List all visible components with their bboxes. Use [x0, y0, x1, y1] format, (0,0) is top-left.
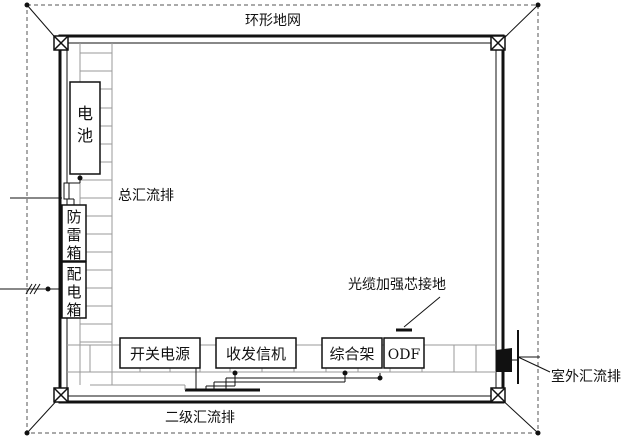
- power-lead-dot: [45, 286, 51, 292]
- power-dist-box: [61, 261, 87, 319]
- corner-columns: [53, 35, 506, 403]
- switch-power-box: [119, 337, 201, 369]
- fiber-ground-leader: [396, 296, 441, 332]
- main-busbar-label: 总汇流排: [118, 188, 174, 204]
- outdoor-busbar: [496, 330, 551, 384]
- lightning-label-3: 箱: [66, 244, 81, 262]
- odf-box: [383, 337, 425, 369]
- lightning-label-1: 防: [66, 208, 81, 226]
- battery-label-1: 电: [77, 104, 93, 123]
- switch-power-label: 开关电源: [130, 345, 190, 363]
- ring-ground-boundary: [26, 4, 539, 434]
- secondary-busbar-dots: [232, 370, 383, 381]
- power-lead: [0, 283, 62, 295]
- battery-label-2: 池: [77, 126, 93, 145]
- outdoor-busbar-label: 室外汇流排: [551, 368, 621, 385]
- fiber-ground-label: 光缆加强芯接地: [348, 276, 446, 293]
- corner-dots: [24, 2, 541, 436]
- power-dist-label-1: 配: [66, 265, 81, 283]
- power-dist-label-2: 电: [66, 283, 81, 301]
- main-busbar: [63, 178, 81, 205]
- integrated-rack-box: [321, 337, 383, 369]
- ring-ground-label: 环形地网: [245, 13, 301, 29]
- corner-diagonals: [26, 4, 539, 434]
- building-wall-outer: [58, 34, 505, 404]
- secondary-busbar-wiring: [185, 368, 381, 392]
- battery-box: [69, 81, 101, 175]
- main-busbar-dot: [77, 175, 83, 181]
- transceiver-label: 收发信机: [226, 345, 286, 363]
- tray-lead: [112, 384, 186, 390]
- secondary-busbar-label: 二级汇流排: [165, 410, 235, 426]
- integrated-rack-label: 综合架: [329, 345, 374, 363]
- lightning-label-2: 雷: [66, 226, 81, 244]
- transceiver-box: [215, 337, 297, 369]
- odf-label: ODF: [388, 347, 421, 363]
- lightning-box: [61, 204, 87, 262]
- power-dist-label-3: 箱: [66, 301, 81, 319]
